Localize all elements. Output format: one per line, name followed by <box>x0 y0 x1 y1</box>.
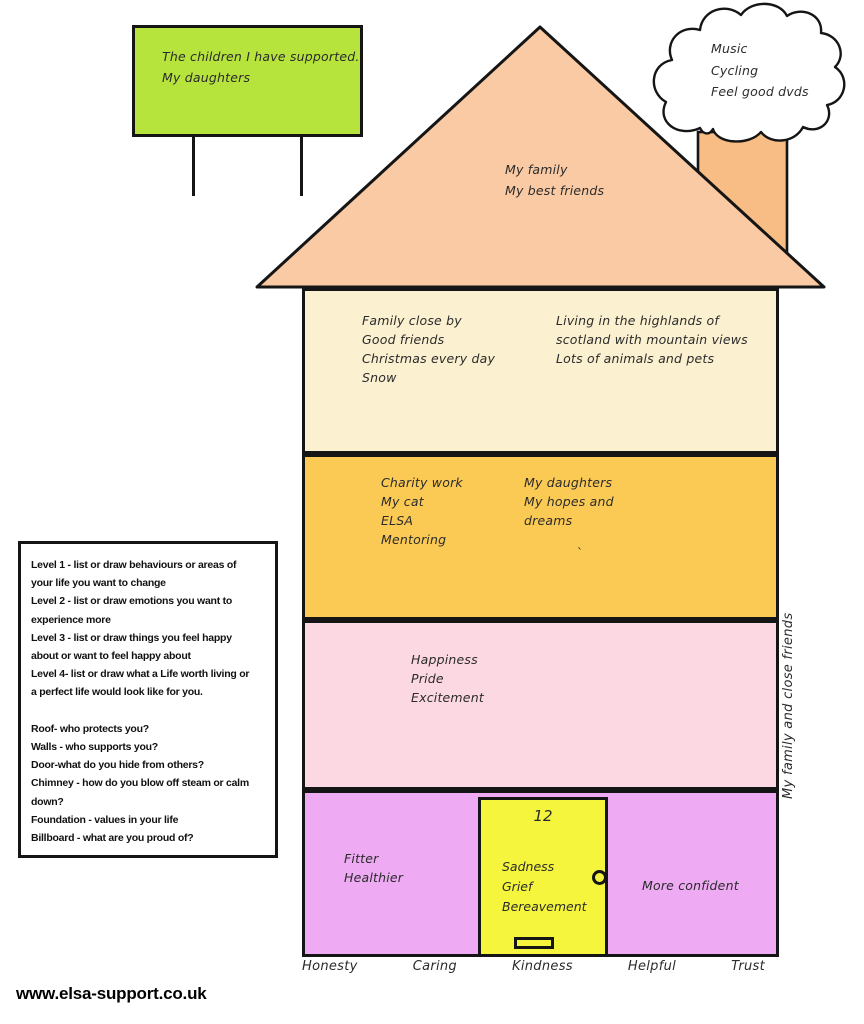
text-line: My cat <box>381 494 424 509</box>
text-line: Pride <box>411 671 444 686</box>
text-line: Level 3 - list or draw things you feel h… <box>31 631 232 644</box>
instructions-text: Level 1 - list or draw behaviours or are… <box>31 556 267 847</box>
text-line: My daughters <box>524 475 613 490</box>
text-line: Walls - who supports you? <box>31 741 158 754</box>
foundation-value-kindness: Kindness <box>512 959 573 974</box>
smoke-cloud <box>652 2 846 143</box>
text-line: Living in the highlands of <box>556 313 719 328</box>
text-line: Feel good dvds <box>711 84 809 99</box>
text-line: Bereavement <box>502 899 587 914</box>
wall-side-label: My family and close friends <box>781 612 796 799</box>
stray-pen-mark: ` <box>577 546 583 560</box>
text-line: Music <box>711 41 748 56</box>
text-line: Chimney - how do you blow off steam or c… <box>31 777 249 790</box>
door-knob-icon <box>592 870 607 885</box>
text-line <box>31 702 267 720</box>
level4-right-text: Living in the highlands of scotland with … <box>556 311 748 368</box>
website-url: www.elsa-support.co.uk <box>16 984 207 1003</box>
roof-triangle <box>255 25 826 289</box>
foundation-value-honesty: Honesty <box>302 959 358 974</box>
text-line: My daughters <box>162 70 251 85</box>
text-line: Snow <box>362 370 397 385</box>
instructions-box: Level 1 - list or draw behaviours or are… <box>18 541 278 858</box>
text-line: dreams <box>524 513 573 528</box>
level3-right-text: My daughters My hopes and dreams <box>524 473 614 530</box>
text-line: Billboard - what are you proud of? <box>31 832 194 845</box>
text-line: Family close by <box>362 313 462 328</box>
text-line: Happiness <box>411 652 478 667</box>
billboard-text: The children I have supported. My daughte… <box>162 46 360 88</box>
text-line: down? <box>31 795 64 808</box>
text-line: your life you want to change <box>31 577 166 590</box>
house-level3-band <box>302 454 779 620</box>
text-line: The children I have supported. <box>162 49 360 64</box>
text-line: My hopes and <box>524 494 614 509</box>
text-line: Mentoring <box>381 532 447 547</box>
billboard: The children I have supported. My daughte… <box>132 25 363 137</box>
text-line: experience more <box>31 613 111 626</box>
text-line: Roof- who protects you? <box>31 722 149 735</box>
foundation-value-helpful: Helpful <box>627 959 677 974</box>
house-level4-band <box>302 288 779 454</box>
text-line: Christmas every day <box>362 351 496 366</box>
text-line: Fitter <box>344 851 379 866</box>
text-line: Healthier <box>344 870 404 885</box>
text-line: Charity work <box>381 475 463 490</box>
foundation-values-row: Honesty Caring Kindness Helpful Trust <box>302 959 779 974</box>
text-line: Grief <box>502 879 533 894</box>
text-line: Level 1 - list or draw behaviours or are… <box>31 559 237 571</box>
foundation-value-trust: Trust <box>731 959 765 974</box>
text-line: Level 4- list or draw what a Life worth … <box>31 668 250 681</box>
text-line: Cycling <box>711 62 759 78</box>
text-line: a perfect life would look like for you. <box>31 686 203 699</box>
billboard-leg-right <box>300 137 303 196</box>
text-line: My best friends <box>505 182 605 198</box>
house-level2-band <box>302 620 779 790</box>
letterbox-icon <box>514 937 554 949</box>
level1-right-text: More confident <box>642 878 739 893</box>
text-line: Level 2 - list or draw emotions you want… <box>31 595 233 608</box>
text-line: Excitement <box>411 690 484 705</box>
text-line: Lots of animals and pets <box>556 351 715 366</box>
text-line: Sadness <box>502 859 555 874</box>
text-line: Foundation - values in your life <box>31 813 179 826</box>
foundation-value-caring: Caring <box>412 959 457 974</box>
text-line: about or want to feel happy about <box>31 650 191 663</box>
door-number: 12 <box>533 807 553 825</box>
roof-text: My family My best friends <box>505 160 604 201</box>
text-line: My family <box>505 162 568 177</box>
text-line: scotland with mountain views <box>556 332 748 347</box>
text-line: Good friends <box>362 332 445 347</box>
text-line: ELSA <box>381 513 414 528</box>
text-line: Door-what do you hide from others? <box>31 759 204 772</box>
billboard-leg-left <box>192 137 195 196</box>
